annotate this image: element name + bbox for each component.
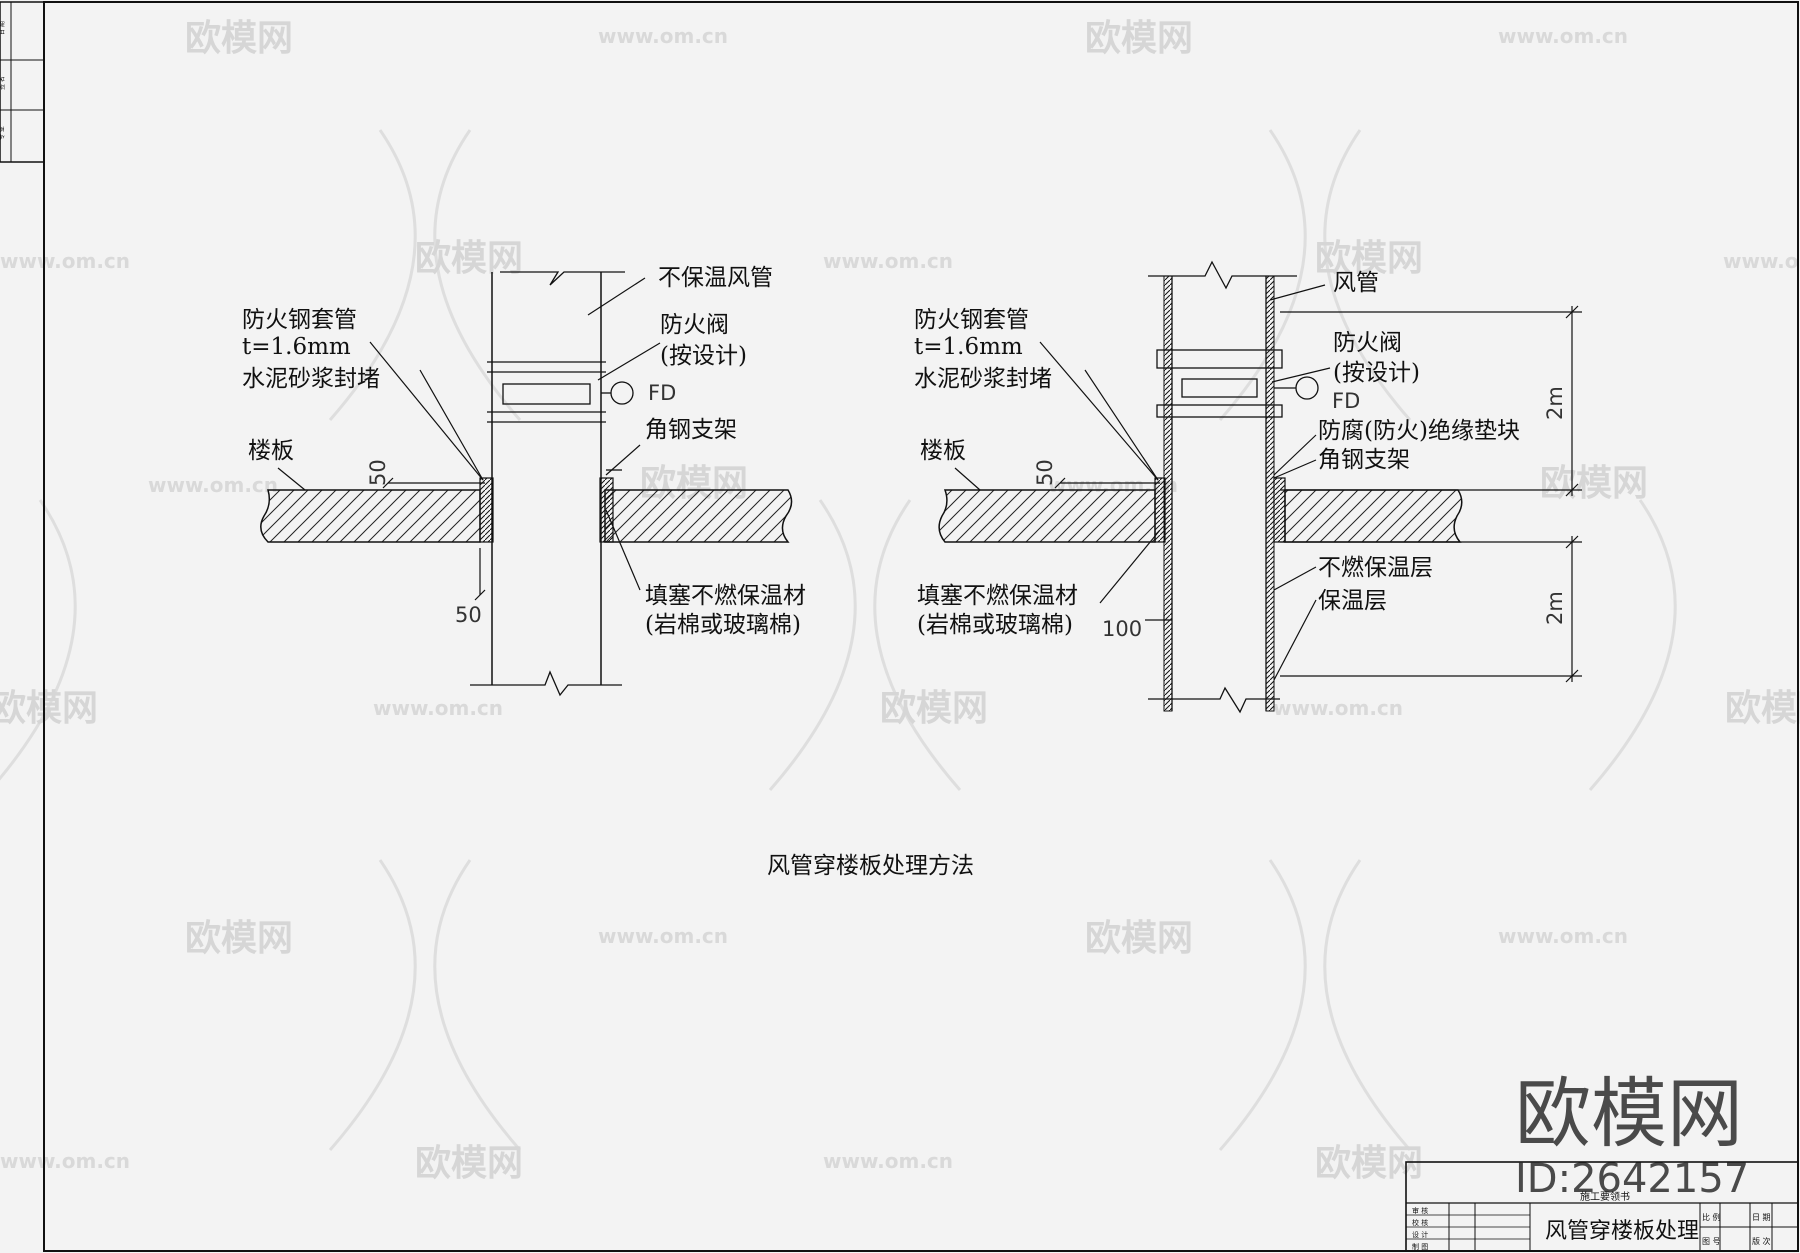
margin-discipline: 专 业: [0, 126, 6, 140]
watermark-logo: 欧模网: [1540, 463, 1648, 504]
right-fill-note: (岩棉或玻璃棉): [917, 612, 1073, 638]
floor-slab-right: [1284, 489, 1463, 543]
watermark-url: www.om.cn: [0, 249, 130, 273]
watermark-url: www.om.cn: [0, 1149, 130, 1173]
watermark-logo: 欧模网: [0, 688, 98, 729]
right-sleeve-label: 防火钢套管: [914, 307, 1029, 333]
break-line-top: [1148, 260, 1297, 290]
watermark-url: www.om.cn: [1498, 24, 1628, 48]
watermark-id: ID:2642157: [1515, 1156, 1749, 1202]
right-sleeve-thickness: t=1.6mm: [914, 334, 1023, 360]
watermark-url: www.om.cn: [1273, 696, 1403, 720]
fire-damper-right: [1181, 378, 1258, 398]
fd-symbol-left: [610, 381, 634, 405]
watermark-logo: 欧模网: [1085, 18, 1193, 59]
left-sleeve-thickness: t=1.6mm: [242, 334, 351, 360]
left-damper-note: (按设计): [660, 343, 747, 369]
title-block-row: 制 图: [1412, 1242, 1428, 1251]
left-duct-label: 不保温风管: [658, 265, 773, 291]
left-damper-code: FD: [648, 381, 676, 405]
left-damper-label: 防火阀: [660, 312, 729, 338]
right-insulator-label: 防腐(防火)绝缘垫块: [1318, 418, 1520, 444]
floor-slab-left: [938, 489, 1156, 543]
right-nonflammable-label: 不燃保温层: [1318, 555, 1433, 581]
watermark-url: www.om.cn: [373, 696, 503, 720]
left-fill-label: 填塞不燃保温材: [645, 583, 806, 609]
left-sleeve-label: 防火钢套管: [242, 307, 357, 333]
drawing-title: 风管穿楼板处理方法: [767, 853, 974, 879]
watermark-url: www.om.cn: [598, 924, 728, 948]
title-block-version: 版 次: [1752, 1236, 1771, 1246]
watermark-logo: 欧模网: [1315, 1143, 1423, 1184]
watermark-url: www.om.cn: [148, 473, 278, 497]
right-floor-label: 楼板: [920, 438, 966, 464]
right-bracket-label: 角钢支架: [1318, 447, 1410, 473]
leader-lines-right: [954, 284, 1331, 681]
right-dim-top: 50: [1033, 459, 1057, 486]
left-floor-label: 楼板: [248, 438, 294, 464]
margin-date: 日 期: [0, 21, 6, 35]
watermark-logo: 欧模网: [185, 18, 293, 59]
title-block-drawing-name: 风管穿楼板处理: [1545, 1219, 1699, 1244]
break-line-top: [500, 271, 625, 286]
right-duct-label: 风管: [1333, 270, 1379, 296]
big-watermark-logo: 欧模网: [1515, 1069, 1743, 1158]
fire-damper-left: [502, 383, 591, 405]
break-line-bottom: [470, 670, 622, 697]
watermark-logo: 欧模网: [880, 688, 988, 729]
right-dim-upper-2m: 2m: [1543, 386, 1567, 420]
right-damper-label: 防火阀: [1333, 330, 1402, 356]
watermark-url: www.om.cn: [1723, 249, 1800, 273]
fd-symbol-right: [1295, 376, 1319, 400]
watermark-logo: 欧模网: [415, 238, 523, 279]
watermark-url: www.om.cn: [823, 1149, 953, 1173]
left-detail: 不保温风管 防火钢套管 t=1.6mm 水泥砂浆封堵 楼板 防火阀 (按设计) …: [242, 265, 806, 697]
left-dim-bottom: 50: [455, 603, 482, 627]
left-bracket-label: 角钢支架: [645, 417, 737, 443]
fill-left: [479, 477, 494, 543]
title-block-row: 校 核: [1412, 1218, 1428, 1227]
left-dim-top: 50: [366, 459, 390, 486]
leader-lines-left: [277, 277, 661, 601]
watermark-layer: 欧模网 欧模网 欧模网 欧模网 欧模网 欧模网 欧模网 欧模网 欧模网 欧模网 …: [0, 18, 1800, 1184]
right-insulation-label: 保温层: [1318, 588, 1387, 614]
watermark-logo: 欧模网: [415, 1143, 523, 1184]
title-block-scale: 比 例: [1702, 1212, 1721, 1222]
title-block-row: 设 计: [1412, 1230, 1428, 1239]
title-block: 施工要领书 风管穿楼板处理 审 核 校 核 设 计 制 图 比 例 图 号 日 …: [1405, 1161, 1799, 1252]
right-dim-lower-2m: 2m: [1543, 591, 1567, 625]
right-damper-note: (按设计): [1333, 360, 1420, 386]
watermark-logo: 欧模网: [1315, 238, 1423, 279]
watermark-logo: 欧模网: [1085, 918, 1193, 959]
watermark-logo: 欧模网: [1725, 688, 1800, 729]
right-detail: 风管 防火钢套管 t=1.6mm 水泥砂浆封堵 楼板 防火阀 (按设计) FD …: [914, 260, 1582, 714]
left-fill-note: (岩棉或玻璃棉): [645, 612, 801, 638]
watermark-url: www.om.cn: [598, 24, 728, 48]
margin-strip: 日 期 签 名 专 业: [0, 1, 45, 163]
watermark-logo: 欧模网: [185, 918, 293, 959]
watermark-url: www.om.cn: [823, 249, 953, 273]
sheet-border: [43, 1, 1799, 1252]
dimension-2m: [1280, 305, 1582, 683]
floor-slab-left: [260, 489, 481, 543]
margin-sign: 签 名: [0, 76, 6, 90]
title-block-sheet: 图 号: [1702, 1237, 1721, 1246]
watermark-url: www.om.cn: [1498, 924, 1628, 948]
title-block-header: 施工要领书: [1580, 1190, 1630, 1203]
right-dim-bottom: 100: [1102, 617, 1142, 641]
right-seal-label: 水泥砂浆封堵: [914, 366, 1052, 392]
right-fill-label: 填塞不燃保温材: [917, 583, 1078, 609]
break-line-bottom: [1148, 686, 1280, 714]
left-seal-label: 水泥砂浆封堵: [242, 366, 380, 392]
watermark-arcs: [0, 129, 1677, 1151]
floor-slab-right: [604, 489, 793, 543]
right-damper-code: FD: [1332, 389, 1360, 413]
title-block-date: 日 期: [1752, 1213, 1771, 1222]
insulation-right: [1265, 275, 1275, 712]
title-block-row: 审 核: [1412, 1206, 1428, 1215]
